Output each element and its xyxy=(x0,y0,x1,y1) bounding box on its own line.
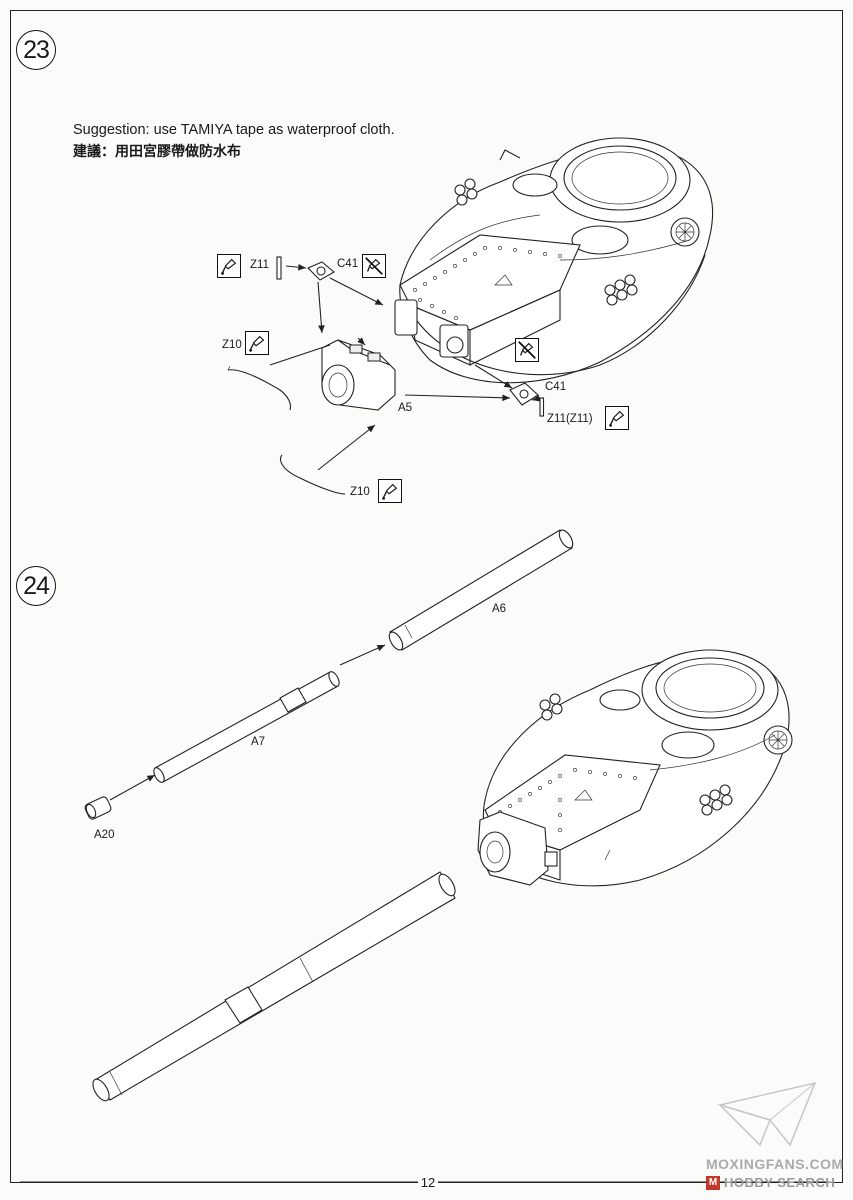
frame-left xyxy=(10,10,11,1182)
no-glue-icon xyxy=(515,338,539,362)
frame-top xyxy=(10,10,843,11)
part-label-c41-top: C41 xyxy=(337,258,359,270)
glue-icon xyxy=(217,254,241,278)
part-z11 xyxy=(276,256,282,280)
part-a20 xyxy=(84,796,112,820)
smoke-launchers xyxy=(454,178,638,306)
part-label-a20: A20 xyxy=(94,829,115,841)
part-label-z10-upper: Z10 xyxy=(222,339,242,351)
part-label-a7: A7 xyxy=(251,736,266,748)
assembled-barrel xyxy=(92,871,456,1102)
part-label-z10-lower: Z10 xyxy=(350,486,370,498)
part-label-a5: A5 xyxy=(398,402,413,414)
part-z10-upper xyxy=(227,365,292,411)
page-number: 12 xyxy=(418,1175,438,1190)
glue-icon xyxy=(245,331,269,355)
part-a5 xyxy=(321,339,396,411)
part-a7 xyxy=(153,671,340,783)
suggestion-note-chinese: 建議：用田宮膠帶做防水布 xyxy=(73,144,241,160)
step-number-24: 24 xyxy=(16,566,56,606)
part-z10-lower xyxy=(280,424,376,495)
watermark-badge: M xyxy=(706,1176,720,1190)
part-label-z11-top: Z11 xyxy=(250,259,269,271)
no-glue-icon xyxy=(362,254,386,278)
watermark-site: MOXINGFANS.COM xyxy=(706,1156,844,1172)
glue-icon xyxy=(378,479,402,503)
watermark-logo xyxy=(717,1081,817,1147)
frame-right xyxy=(842,10,843,1182)
suggestion-note: Suggestion: use TAMIYA tape as waterproo… xyxy=(73,122,395,138)
rivet-row-24 xyxy=(498,768,637,832)
glue-icon xyxy=(605,406,629,430)
part-a6 xyxy=(388,529,574,651)
smoke-launchers-24 xyxy=(539,693,733,816)
part-c41-top xyxy=(307,261,335,281)
part-label-c41-right: C41 xyxy=(545,381,567,393)
step-number-23: 23 xyxy=(16,30,56,70)
watermark-hobby-search: HOBBY SEARCH xyxy=(724,1175,836,1190)
part-label-a6: A6 xyxy=(492,603,507,615)
part-c41-right xyxy=(509,382,539,406)
rivet-row xyxy=(413,246,562,320)
turret-step24 xyxy=(477,649,793,887)
turret-step23 xyxy=(394,137,714,384)
part-label-z11-right: Z11(Z11) xyxy=(547,413,593,425)
